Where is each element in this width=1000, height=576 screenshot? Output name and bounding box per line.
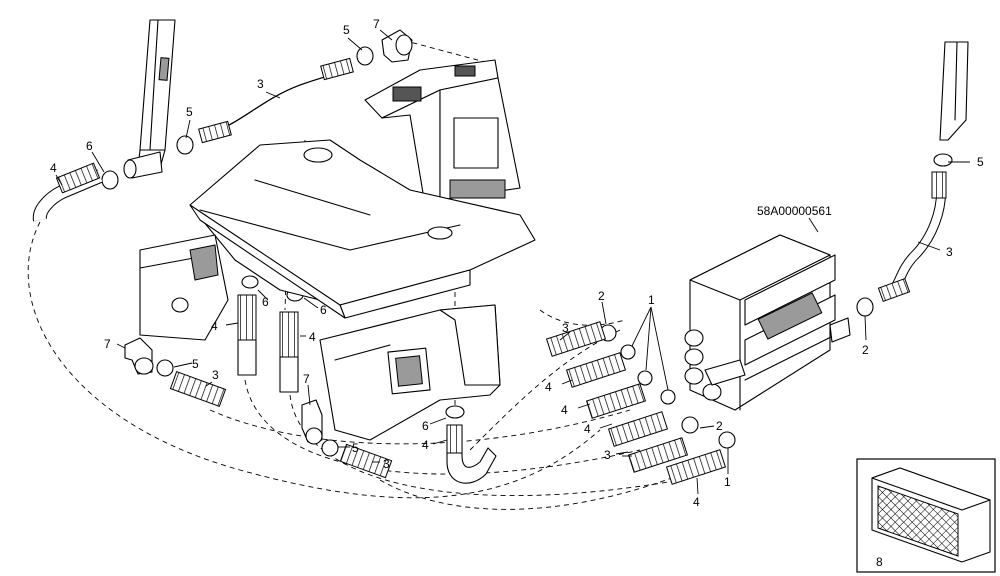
callout-4: 4 — [50, 161, 57, 175]
callout-3: 3 — [257, 77, 264, 91]
clamps — [101, 46, 953, 457]
main-plenum-cover — [189, 139, 536, 319]
callout-1: 1 — [648, 293, 655, 307]
callout-labels: 5 7 3 5 6 4 5 3 2 1 2 3 4 4 4 3 2 1 4 6 … — [50, 17, 984, 569]
callout-4: 4 — [211, 319, 218, 333]
callout-6: 6 — [320, 303, 327, 317]
tee-connector — [123, 151, 163, 179]
top-duct-housing — [364, 59, 521, 206]
callout-4: 4 — [584, 422, 591, 436]
callout-2: 2 — [862, 343, 869, 357]
callout-2: 2 — [598, 289, 605, 303]
callout-3: 3 — [212, 368, 219, 382]
filter-inset — [856, 458, 996, 573]
callout-3: 3 — [562, 321, 569, 335]
callout-2: 2 — [716, 419, 723, 433]
callout-5: 5 — [192, 357, 199, 371]
callout-6: 6 — [262, 295, 269, 309]
callout-6: 6 — [422, 419, 429, 433]
callout-4: 4 — [561, 403, 568, 417]
ribbed-hoses — [32, 162, 727, 485]
heater-unit — [684, 234, 851, 411]
callout-8: 8 — [876, 555, 883, 569]
callout-4: 4 — [422, 438, 429, 452]
callout-3: 3 — [946, 245, 953, 259]
left-side-duct — [139, 234, 229, 341]
hose-right-side — [877, 171, 947, 303]
callout-6: 6 — [86, 139, 93, 153]
callout-3: 3 — [383, 457, 390, 471]
callout-5: 5 — [343, 23, 350, 37]
leader-lines — [55, 29, 970, 495]
callout-5: 5 — [186, 105, 193, 119]
hose-top-left — [198, 57, 354, 144]
callout-5: 5 — [352, 441, 359, 455]
callout-1: 1 — [724, 475, 731, 489]
callout-7: 7 — [303, 372, 310, 386]
callout-5: 5 — [977, 155, 984, 169]
callout-4: 4 — [693, 495, 700, 509]
lower-duct-housing — [319, 304, 501, 441]
callout-7: 7 — [373, 17, 380, 31]
callout-4: 4 — [545, 380, 552, 394]
vertical-duct-right — [939, 41, 969, 141]
vertical-duct-left — [137, 19, 176, 169]
callout-3: 3 — [604, 448, 611, 462]
callout-7: 7 — [104, 337, 111, 351]
part-code-label: 58A00000561 — [757, 204, 832, 218]
callout-4: 4 — [309, 330, 316, 344]
